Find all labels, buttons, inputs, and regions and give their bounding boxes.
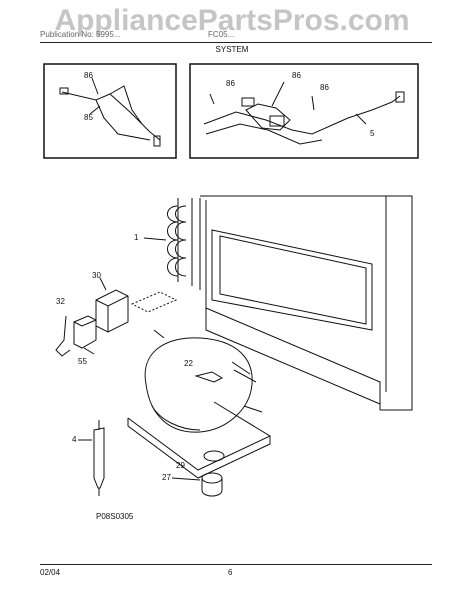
diagram-code: P08S0305 xyxy=(96,512,134,521)
label-wire-32: 32 xyxy=(56,297,65,306)
footer-divider xyxy=(40,564,432,565)
label-clip-22: 22 xyxy=(184,359,193,368)
label-relay-cover-30: 30 xyxy=(92,271,101,280)
label-inset2-86b: 86 xyxy=(292,71,301,80)
label-inset1-85: 85 xyxy=(84,113,93,122)
inset-right-drawing xyxy=(203,81,405,145)
footer-date: 02/04 xyxy=(40,568,61,577)
model-label: FC05... xyxy=(208,30,235,39)
label-inset2-86a: 86 xyxy=(226,79,235,88)
label-grommet-27: 27 xyxy=(162,473,171,482)
compressor-drawing xyxy=(127,329,272,479)
inset-box-left xyxy=(43,63,177,159)
page-number: 6 xyxy=(228,568,233,577)
label-inset1-86: 86 xyxy=(84,71,93,80)
grommet-drawing xyxy=(171,472,223,497)
drier-drawing xyxy=(78,420,105,496)
watermark-text: AppliancePartsPros.com xyxy=(54,4,410,37)
section-title: SYSTEM xyxy=(215,45,249,54)
publication-label: Publication No: 5995... xyxy=(40,30,121,39)
cabinet-outline xyxy=(200,195,413,411)
inset-left-drawing xyxy=(59,77,161,147)
label-drier-4: 4 xyxy=(72,435,77,444)
label-relay-55: 55 xyxy=(78,357,87,366)
condenser-coils xyxy=(143,198,201,290)
label-condenser-1: 1 xyxy=(134,233,139,242)
header-divider xyxy=(40,42,432,43)
label-compressor-29: 29 xyxy=(176,461,185,470)
label-inset2-5: 5 xyxy=(370,129,375,138)
label-inset2-86c: 86 xyxy=(320,83,329,92)
relay-drawing xyxy=(55,277,178,357)
inset-box-right xyxy=(189,63,419,159)
